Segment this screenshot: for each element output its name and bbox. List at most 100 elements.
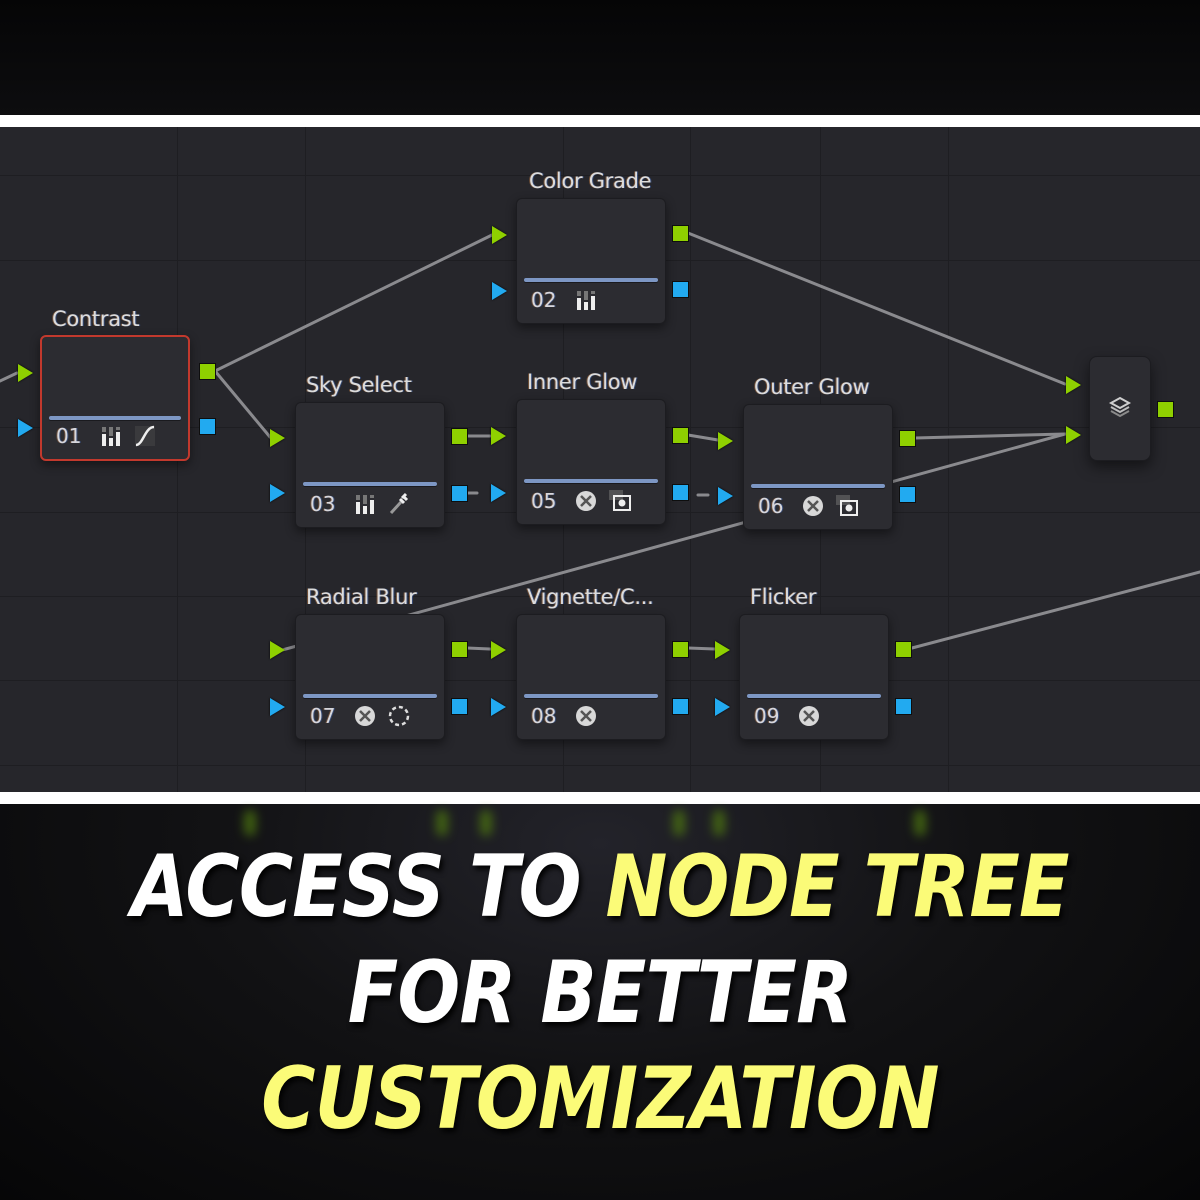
node-06-rgb-input[interactable] — [718, 432, 733, 450]
grid-line — [948, 127, 949, 792]
wire-01-to-03 — [213, 369, 272, 439]
headline-white-text: FOR BETTER — [347, 943, 853, 1043]
frame-border-top — [0, 115, 1200, 127]
node-number: 03 — [310, 492, 336, 516]
node-label: Flicker — [750, 585, 817, 609]
node-07[interactable]: Radial Blur 07 — [295, 585, 445, 740]
node-05[interactable]: Inner Glow 05 — [516, 370, 666, 525]
node-02-rgb-input[interactable] — [492, 226, 507, 244]
node-label: Vignette/C... — [527, 585, 654, 609]
node-progress-bar — [751, 484, 885, 488]
blurred-port — [480, 810, 492, 836]
layers-icon — [1108, 396, 1132, 418]
blur-mask-icon — [836, 495, 859, 516]
window-circle-icon — [389, 705, 410, 727]
blurred-port — [914, 810, 926, 836]
node-08-key-input[interactable] — [491, 698, 506, 716]
node-09[interactable]: Flicker 09 — [739, 585, 889, 740]
node-06[interactable]: Outer Glow 06 — [743, 375, 893, 530]
node-number: 08 — [531, 704, 557, 728]
headline-area: ACCESS TO NODE TREE FOR BETTER CUSTOMIZA… — [0, 804, 1200, 1200]
node-09-rgb-input[interactable] — [715, 641, 730, 659]
headline-line-1: ACCESS TO NODE TREE — [84, 844, 1116, 930]
node-03[interactable]: Sky Select 03 — [295, 373, 445, 528]
node-05-rgb-input[interactable] — [491, 427, 506, 445]
mixer-input-1[interactable] — [1066, 376, 1081, 394]
node-progress-bar — [524, 278, 658, 282]
wire-01-to-02 — [213, 233, 494, 373]
fx-icon — [576, 706, 597, 726]
blurred-port — [673, 810, 685, 836]
headline-white-text: ACCESS TO — [131, 837, 581, 937]
node-01-key-input[interactable] — [18, 419, 33, 437]
node-05-key-output[interactable] — [672, 484, 689, 501]
node-number: 05 — [531, 489, 557, 513]
headline-line-2: FOR BETTER — [84, 950, 1116, 1036]
node-progress-bar — [747, 694, 881, 698]
node-number: 01 — [56, 424, 82, 448]
node-number: 02 — [531, 288, 557, 312]
node-06-rgb-output[interactable] — [899, 430, 916, 447]
node-02-key-input[interactable] — [492, 282, 507, 300]
wire-05-to-06 — [686, 433, 720, 442]
node-05-key-input[interactable] — [491, 484, 506, 502]
mixer-input-2[interactable] — [1066, 426, 1081, 444]
node-05-rgb-output[interactable] — [672, 427, 689, 444]
grid-line — [0, 596, 1200, 597]
node-label: Sky Select — [306, 373, 412, 397]
node-03-key-input[interactable] — [270, 484, 285, 502]
frame-border-bottom — [0, 792, 1200, 804]
node-label: Outer Glow — [754, 375, 870, 399]
node-number: 09 — [754, 704, 780, 728]
mixer-output[interactable] — [1157, 401, 1174, 418]
node-07-rgb-input[interactable] — [270, 641, 285, 659]
node-06-key-input[interactable] — [718, 487, 733, 505]
node-03-rgb-input[interactable] — [270, 429, 285, 447]
fx-icon — [576, 491, 597, 511]
blurred-port — [713, 810, 725, 836]
grid-line — [0, 175, 1200, 176]
wire-06-to-mixer — [913, 432, 1067, 440]
wire-07-to-08 — [465, 646, 492, 651]
wire-02-to-mixer — [686, 231, 1067, 386]
node-editor-canvas[interactable]: Contrast 01 Color Grade 02 Sky Select 03 — [0, 127, 1200, 792]
bars-icon — [102, 427, 121, 446]
blurred-port — [436, 810, 448, 836]
headline-yellow-text: CUSTOMIZATION — [261, 1049, 939, 1149]
node-01[interactable]: Contrast 01 — [40, 307, 190, 461]
node-progress-bar — [303, 694, 437, 698]
node-09-rgb-output[interactable] — [895, 641, 912, 658]
node-label: Radial Blur — [306, 585, 417, 609]
node-06-key-output[interactable] — [899, 486, 916, 503]
node-08-key-output[interactable] — [672, 698, 689, 715]
wire-source-to-01 — [0, 371, 19, 383]
fx-icon — [803, 496, 824, 516]
node-07-key-input[interactable] — [270, 698, 285, 716]
node-03-key-output[interactable] — [451, 485, 468, 502]
node-08[interactable]: Vignette/C... 08 — [516, 585, 666, 740]
node-03-rgb-output[interactable] — [451, 428, 468, 445]
node-01-rgb-input[interactable] — [18, 364, 33, 382]
node-number: 06 — [758, 494, 784, 518]
node-label: Color Grade — [529, 169, 652, 193]
grid-line — [0, 765, 1200, 766]
blurred-port — [244, 810, 256, 836]
layer-mixer-node[interactable] — [1089, 356, 1151, 461]
node-08-rgb-input[interactable] — [491, 641, 506, 659]
node-01-key-output[interactable] — [199, 418, 216, 435]
node-02-key-output[interactable] — [672, 281, 689, 298]
node-progress-bar — [49, 416, 181, 420]
node-02-rgb-output[interactable] — [672, 225, 689, 242]
node-label: Inner Glow — [527, 370, 638, 394]
headline-line-3: CUSTOMIZATION — [84, 1056, 1116, 1142]
node-07-key-output[interactable] — [451, 698, 468, 715]
node-07-rgb-output[interactable] — [451, 641, 468, 658]
node-label: Contrast — [52, 307, 140, 331]
node-08-rgb-output[interactable] — [672, 641, 689, 658]
bars-icon — [356, 495, 375, 514]
node-09-key-output[interactable] — [895, 698, 912, 715]
node-01-rgb-output[interactable] — [199, 363, 216, 380]
node-progress-bar — [524, 479, 658, 483]
node-02[interactable]: Color Grade 02 — [516, 169, 666, 324]
node-09-key-input[interactable] — [715, 698, 730, 716]
